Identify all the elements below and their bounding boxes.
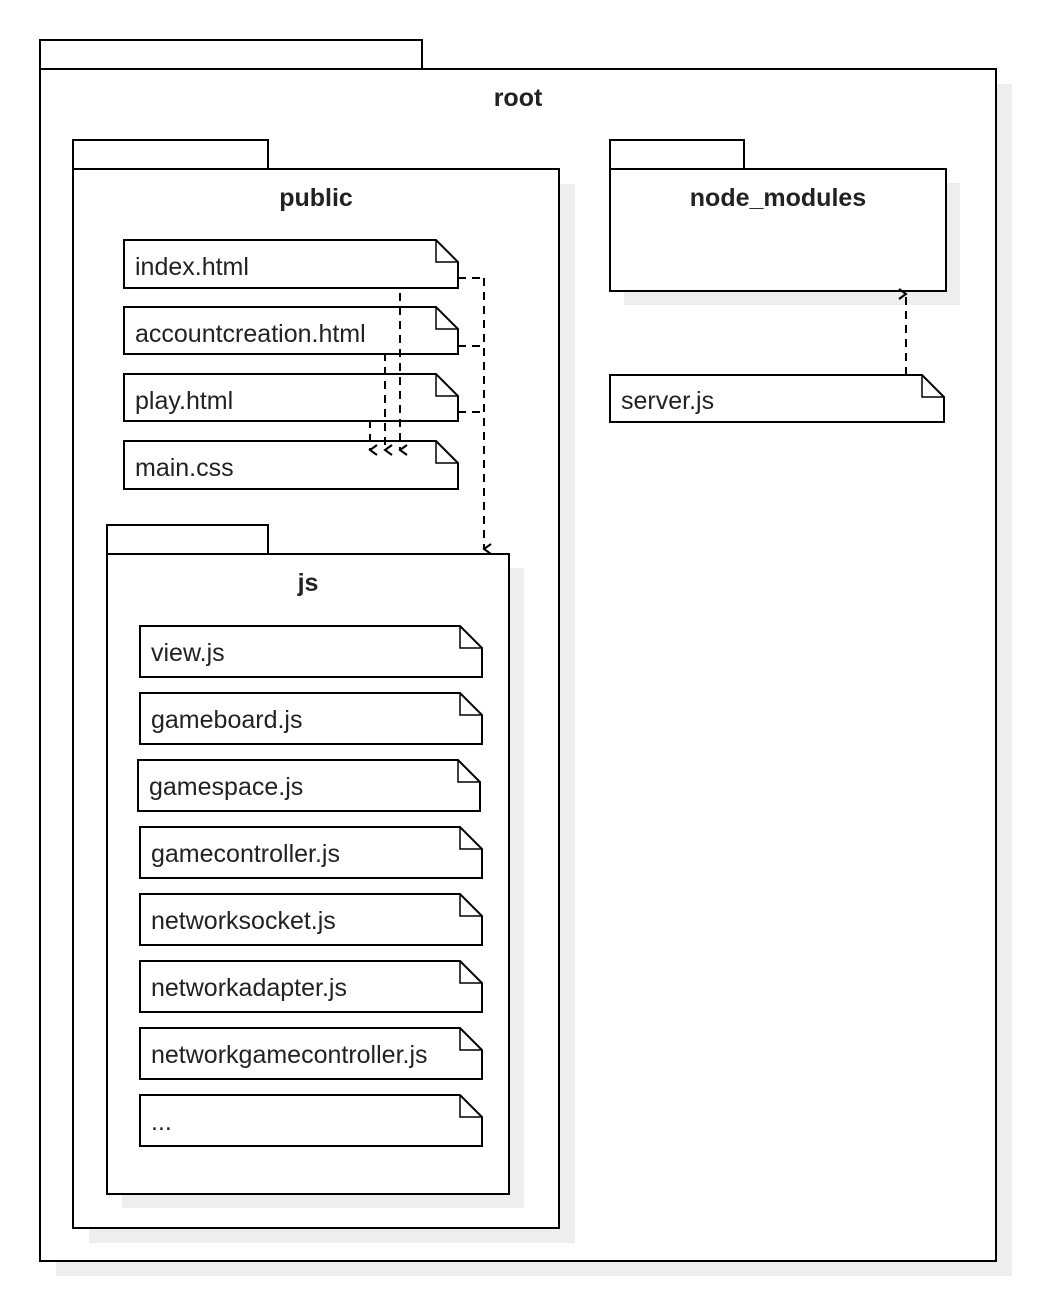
file-server-js: server.js	[609, 374, 945, 423]
file-view-js-shape	[139, 625, 483, 678]
file-play-html-label: play.html	[135, 387, 233, 415]
file-gamecontroller-js: gamecontroller.js	[139, 826, 483, 879]
file-networkadapter-js-shape	[139, 960, 483, 1013]
file-accountcreation-html-label: accountcreation.html	[135, 320, 366, 348]
file-networkgamecontroller-js: networkgamecontroller.js	[139, 1027, 483, 1080]
file-gamespace-js: gamespace.js	[137, 759, 481, 812]
file-gameboard-js-shape	[139, 692, 483, 745]
file-gameboard-js: gameboard.js	[139, 692, 483, 745]
file-index-html: index.html	[123, 239, 459, 289]
file-view-js-fold	[459, 626, 482, 649]
file-more: ...	[139, 1094, 483, 1147]
file-networkadapter-js-fold	[459, 961, 482, 984]
package-root-tab	[39, 39, 423, 70]
file-main-css-label: main.css	[135, 454, 234, 482]
package-node-modules-body	[609, 168, 947, 292]
file-more-shape	[139, 1094, 483, 1147]
file-networkgamecontroller-js-fold	[459, 1028, 482, 1051]
file-server-js-label: server.js	[621, 387, 714, 415]
file-index-html-shape	[123, 239, 459, 289]
file-index-html-label: index.html	[135, 253, 249, 281]
file-main-css-fold	[435, 441, 458, 464]
file-networkgamecontroller-js-label: networkgamecontroller.js	[151, 1041, 428, 1069]
package-public-tab	[72, 139, 269, 170]
package-js-title: js	[297, 569, 319, 597]
file-view-js: view.js	[139, 625, 483, 678]
file-networksocket-js: networksocket.js	[139, 893, 483, 946]
file-gamecontroller-js-shape	[139, 826, 483, 879]
file-main-css: main.css	[123, 440, 459, 490]
file-gamecontroller-js-fold	[459, 827, 482, 850]
file-gamespace-js-fold	[457, 760, 480, 783]
file-networksocket-js-label: networksocket.js	[151, 907, 336, 935]
package-root-title: root	[494, 84, 543, 112]
file-play-html-fold	[435, 374, 458, 397]
file-networkgamecontroller-js-shape	[139, 1027, 483, 1080]
file-gameboard-js-fold	[459, 693, 482, 716]
package-public-title: public	[279, 184, 353, 212]
file-play-html: play.html	[123, 373, 459, 422]
file-networkadapter-js-label: networkadapter.js	[151, 974, 347, 1002]
file-accountcreation-html-fold	[435, 307, 458, 330]
file-networksocket-js-shape	[139, 893, 483, 946]
file-gamecontroller-js-label: gamecontroller.js	[151, 840, 340, 868]
file-more-fold	[459, 1095, 482, 1118]
file-view-js-label: view.js	[151, 639, 225, 667]
file-server-js-shape	[609, 374, 945, 423]
file-accountcreation-html-shape	[123, 306, 459, 355]
file-networksocket-js-fold	[459, 894, 482, 917]
package-js-tab	[106, 524, 269, 555]
package-node-modules-tab	[609, 139, 745, 170]
file-gamespace-js-shape	[137, 759, 481, 812]
package-node-modules-title: node_modules	[690, 184, 866, 212]
file-accountcreation-html: accountcreation.html	[123, 306, 459, 355]
file-gameboard-js-label: gameboard.js	[151, 706, 302, 734]
file-server-js-fold	[921, 375, 944, 398]
file-networkadapter-js: networkadapter.js	[139, 960, 483, 1013]
file-index-html-fold	[435, 240, 458, 263]
package-node-modules: node_modules	[609, 139, 960, 305]
file-more-label: ...	[151, 1108, 172, 1136]
file-gamespace-js-label: gamespace.js	[149, 773, 303, 801]
